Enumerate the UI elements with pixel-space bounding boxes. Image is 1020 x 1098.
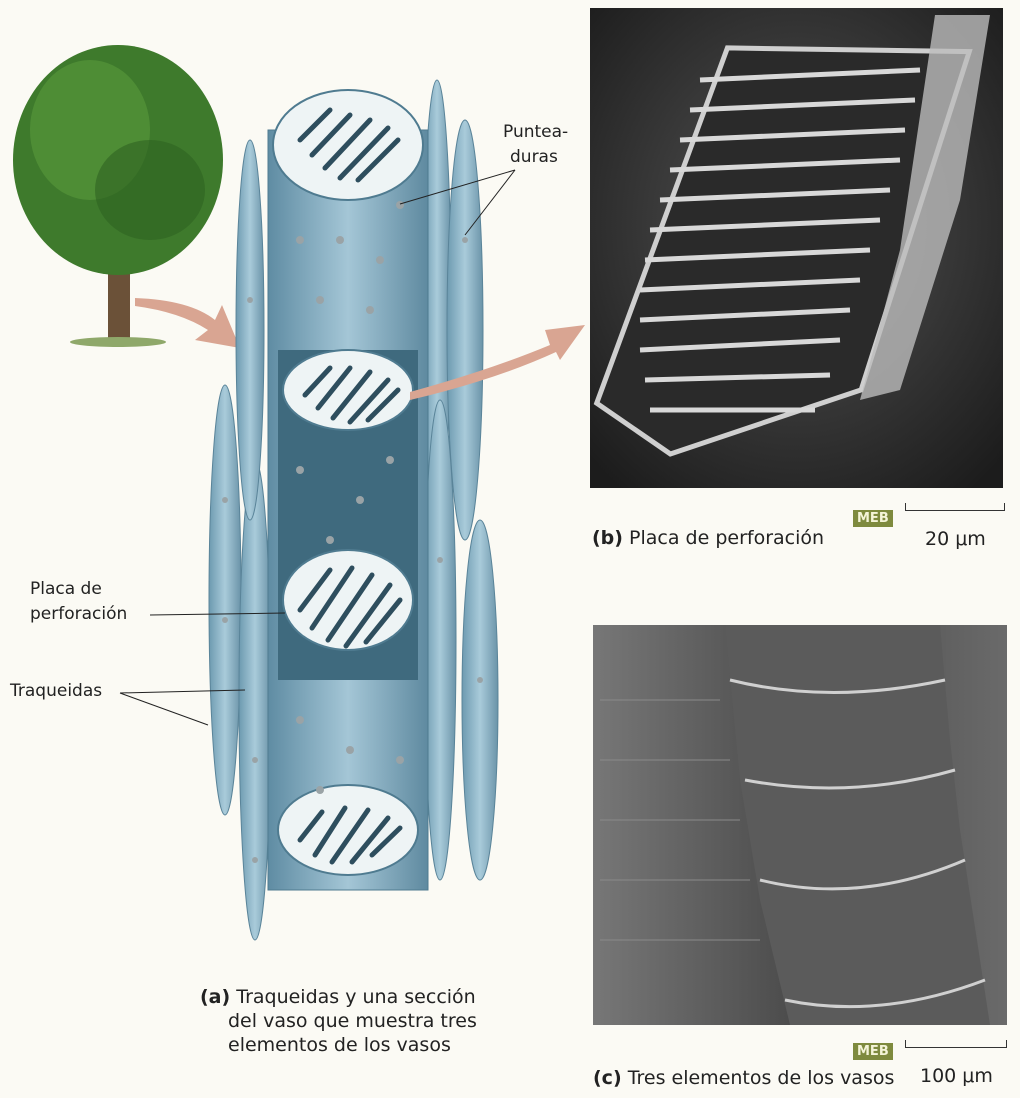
label-placa-1: Placa de — [30, 579, 102, 599]
label-traqueidas: Traqueidas — [10, 681, 103, 701]
caption-a-line1: Traqueidas y una sección — [236, 986, 476, 1008]
scale-bar-c — [905, 1040, 1007, 1048]
tracheids — [208, 79, 499, 941]
label-placa-2: perforación — [30, 604, 128, 624]
caption-a-letter: (a) — [200, 986, 231, 1008]
caption-b-letter: (b) — [592, 527, 623, 549]
vessel — [222, 89, 483, 891]
scale-label-b: 20 μm — [925, 528, 986, 550]
caption-a: (a) Traqueidas y una sección del vaso qu… — [200, 985, 477, 1057]
caption-b: (b) Placa de perforación — [592, 526, 824, 550]
arrow-plate-to-sem — [410, 325, 585, 400]
caption-a-line3: elementos de los vasos — [228, 1034, 451, 1056]
scale-label-c: 100 μm — [920, 1065, 993, 1087]
caption-c: (c) Tres elementos de los vasos — [593, 1066, 894, 1090]
meb-badge-b: MEB — [853, 510, 893, 527]
sem-vessel-elements — [593, 625, 1007, 1025]
tree-icon — [13, 45, 223, 347]
sem-perforation-plate — [590, 8, 1003, 488]
meb-badge-c: MEB — [853, 1043, 893, 1060]
pit-dots — [222, 201, 483, 863]
caption-b-text: Placa de perforación — [629, 527, 825, 549]
caption-c-letter: (c) — [593, 1067, 622, 1089]
label-punteaduras-2: duras — [510, 147, 558, 167]
label-punteaduras-1: Puntea- — [503, 122, 569, 142]
leader-lines — [119, 169, 516, 726]
caption-c-text: Tres elementos de los vasos — [627, 1067, 895, 1089]
arrow-tree-to-vessel — [135, 298, 240, 348]
scale-bar-b — [905, 503, 1005, 511]
caption-a-line2: del vaso que muestra tres — [228, 1010, 477, 1032]
